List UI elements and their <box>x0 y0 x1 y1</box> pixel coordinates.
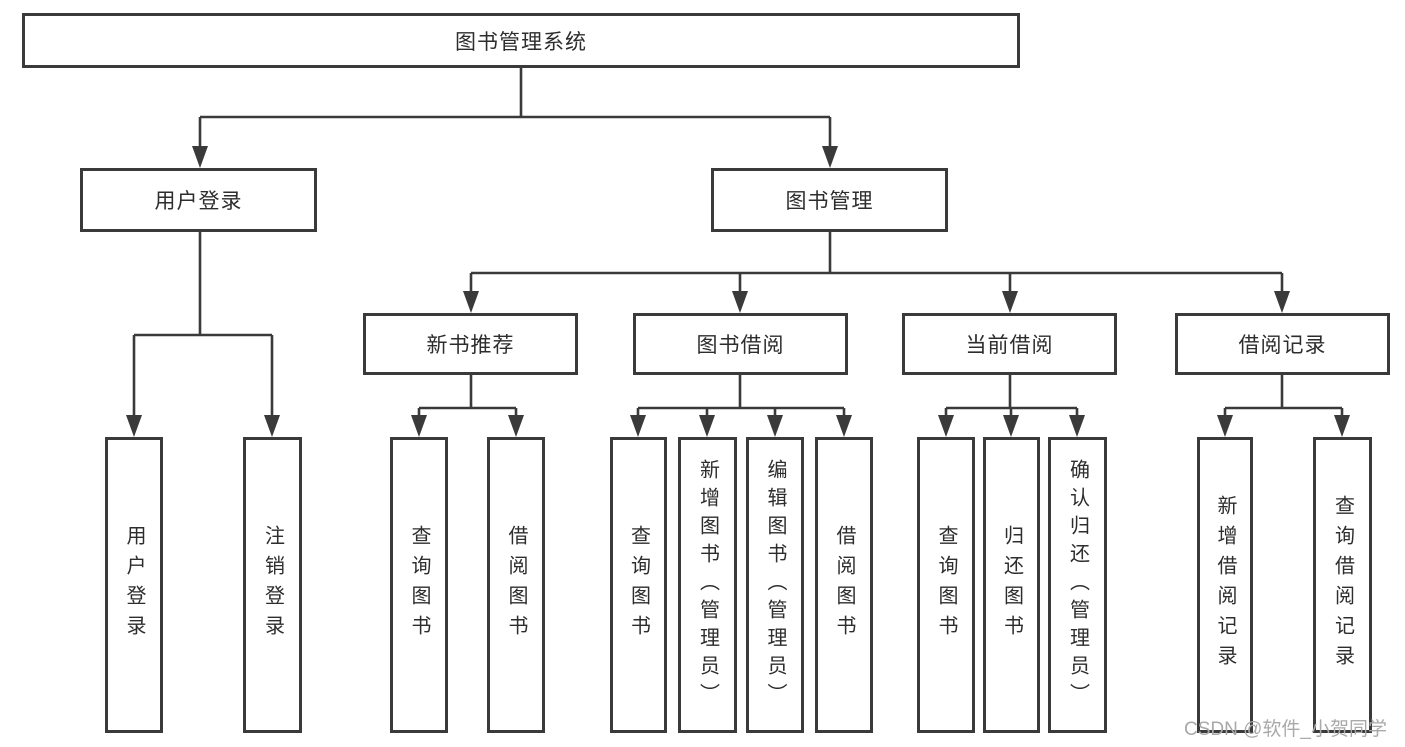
leaf-bb-edit-books-admin-label: 编辑图书（管理员） <box>764 459 786 711</box>
leaf-bb-borrow-books-label: 借阅图书 <box>833 525 855 645</box>
leaf-cb-confirm-return-admin-label: 确认归还（管理员） <box>1066 459 1089 711</box>
node-user-login: 用户登录 <box>80 168 317 232</box>
leaf-bb-query-books-label: 查询图书 <box>627 525 650 645</box>
leaf-nb-borrow-books-label: 借阅图书 <box>505 525 527 645</box>
node-book-management: 图书管理 <box>711 168 948 232</box>
node-current-borrow: 当前借阅 <box>902 313 1117 375</box>
leaf-bb-query-books: 查询图书 <box>610 437 667 733</box>
leaf-logout: 注销登录 <box>243 437 302 733</box>
leaf-cb-query-books-label: 查询图书 <box>935 525 957 645</box>
leaf-nb-borrow-books: 借阅图书 <box>487 437 545 733</box>
node-book-borrow: 图书借阅 <box>633 313 848 375</box>
leaf-cb-return-books: 归还图书 <box>983 437 1040 733</box>
leaf-cb-confirm-return-admin: 确认归还（管理员） <box>1048 437 1107 733</box>
leaf-user-login-label: 用户登录 <box>123 525 145 645</box>
leaf-nb-query-books-label: 查询图书 <box>408 525 430 645</box>
leaf-rec-add-record: 新增借阅记录 <box>1197 437 1253 733</box>
leaf-logout-label: 注销登录 <box>261 525 284 645</box>
leaf-bb-borrow-books: 借阅图书 <box>815 437 873 733</box>
leaf-cb-query-books: 查询图书 <box>917 437 975 733</box>
leaf-bb-edit-books-admin: 编辑图书（管理员） <box>746 437 804 733</box>
node-new-book-recommend: 新书推荐 <box>363 313 578 375</box>
leaf-rec-query-record-label: 查询借阅记录 <box>1331 495 1354 675</box>
node-borrow-records: 借阅记录 <box>1175 313 1390 375</box>
leaf-bb-add-books-admin-label: 新增图书（管理员） <box>696 459 719 711</box>
node-root-system: 图书管理系统 <box>22 13 1020 68</box>
leaf-bb-add-books-admin: 新增图书（管理员） <box>678 437 737 733</box>
leaf-rec-add-record-label: 新增借阅记录 <box>1214 495 1236 675</box>
leaf-cb-return-books-label: 归还图书 <box>1000 525 1023 645</box>
leaf-nb-query-books: 查询图书 <box>390 437 448 733</box>
csdn-watermark: CSDN @软件_小贺同学 <box>1184 719 1387 740</box>
leaf-rec-query-record: 查询借阅记录 <box>1313 437 1372 733</box>
leaf-user-login: 用户登录 <box>105 437 163 733</box>
